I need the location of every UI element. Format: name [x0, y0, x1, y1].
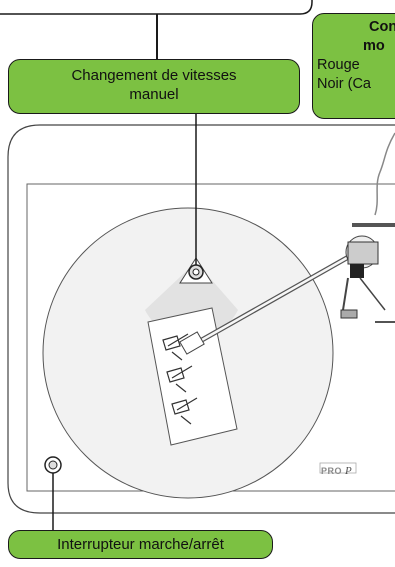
connection-line-red: Rouge	[317, 57, 360, 73]
instruction-card	[147, 307, 238, 446]
connection-line-black: Noir (Ca	[317, 76, 371, 92]
arm-pivot	[347, 241, 379, 265]
connection-title-part2: mo	[363, 38, 385, 54]
arm-rest	[342, 277, 349, 311]
connection-callout: Con mo Rouge Noir (Ca	[312, 13, 395, 119]
speed-callout-line2: manuel	[129, 86, 179, 103]
power-callout-label: Interrupteur marche/arrêt	[57, 536, 224, 553]
power-switch-center	[48, 460, 58, 470]
arm-lift	[340, 309, 358, 319]
card-illustrations	[162, 333, 198, 425]
power-cable	[374, 132, 395, 216]
brand-logo: PRO P	[321, 465, 353, 477]
speed-callout-line1: Changement de vitesses	[71, 67, 237, 84]
power-switch-callout: Interrupteur marche/arrêt	[8, 530, 273, 559]
counterweight-dark	[350, 264, 364, 278]
tonearm-highlight	[192, 253, 353, 347]
brand-box	[319, 462, 357, 474]
antiskating	[359, 277, 386, 311]
headshell	[179, 331, 205, 355]
connection-title-part1: Con	[369, 19, 395, 35]
pulley-center	[192, 268, 200, 276]
speed-change-callout: Changement de vitesses manuel	[8, 59, 300, 114]
top-callout-edge	[0, 0, 313, 15]
